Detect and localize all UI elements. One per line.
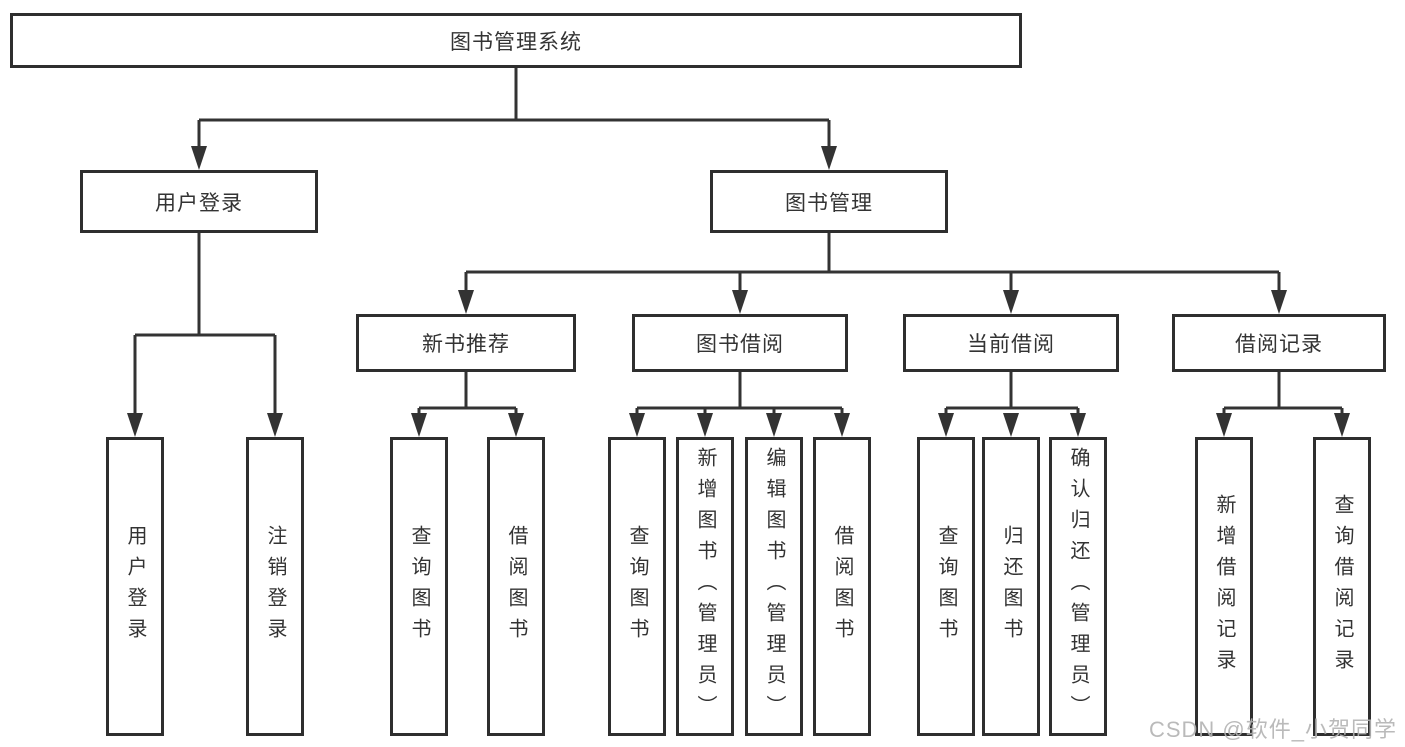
root-node: 图书管理系统 bbox=[10, 13, 1022, 68]
section-borrow-records-node: 借阅记录 bbox=[1172, 314, 1386, 372]
leaf-current-confirm-return-admin-label: 确认归还（管理员） bbox=[1067, 447, 1089, 726]
leaf-borrow-edit-books-admin-label: 编辑图书（管理员） bbox=[763, 447, 785, 726]
leaf-records-query-record-node: 查询借阅记录 bbox=[1313, 437, 1371, 736]
leaf-logout-node: 注销登录 bbox=[246, 437, 304, 736]
leaf-recommend-borrow-books-node: 借阅图书 bbox=[487, 437, 545, 736]
leaf-logout-label: 注销登录 bbox=[264, 524, 286, 649]
leaf-recommend-query-books-label: 查询图书 bbox=[408, 524, 430, 649]
leaf-records-query-record-label: 查询借阅记录 bbox=[1331, 493, 1353, 680]
leaf-current-query-books-label: 查询图书 bbox=[935, 524, 957, 649]
leaf-current-return-books-node: 归还图书 bbox=[982, 437, 1040, 736]
branch-book-management-node: 图书管理 bbox=[710, 170, 948, 233]
branch-book-management-label: 图书管理 bbox=[785, 191, 873, 215]
leaf-recommend-query-books-node: 查询图书 bbox=[390, 437, 448, 736]
leaf-current-return-books-label: 归还图书 bbox=[1000, 524, 1022, 649]
section-current-borrow-node: 当前借阅 bbox=[903, 314, 1119, 372]
leaf-borrow-borrow-books-label: 借阅图书 bbox=[831, 524, 853, 649]
section-borrow-records-label: 借阅记录 bbox=[1235, 333, 1323, 356]
leaf-borrow-add-books-admin-node: 新增图书（管理员） bbox=[676, 437, 734, 736]
leaf-borrow-query-books-node: 查询图书 bbox=[608, 437, 666, 736]
leaf-borrow-add-books-admin-label: 新增图书（管理员） bbox=[694, 447, 716, 726]
leaf-current-query-books-node: 查询图书 bbox=[917, 437, 975, 736]
section-current-borrow-label: 当前借阅 bbox=[967, 333, 1055, 356]
leaf-borrow-query-books-label: 查询图书 bbox=[626, 524, 648, 649]
section-book-borrow-node: 图书借阅 bbox=[632, 314, 848, 372]
leaf-recommend-borrow-books-label: 借阅图书 bbox=[505, 524, 527, 649]
leaf-records-add-record-label: 新增借阅记录 bbox=[1213, 493, 1235, 680]
leaf-user-login-node: 用户登录 bbox=[106, 437, 164, 736]
leaf-current-confirm-return-admin-node: 确认归还（管理员） bbox=[1049, 437, 1107, 736]
leaf-borrow-borrow-books-node: 借阅图书 bbox=[813, 437, 871, 736]
root-node-label: 图书管理系统 bbox=[450, 30, 582, 54]
section-new-book-recommend-label: 新书推荐 bbox=[422, 333, 510, 356]
leaf-borrow-edit-books-admin-node: 编辑图书（管理员） bbox=[745, 437, 803, 736]
branch-user-login-label: 用户登录 bbox=[155, 191, 243, 215]
leaf-records-add-record-node: 新增借阅记录 bbox=[1195, 437, 1253, 736]
watermark-text: CSDN @软件_小贺同学 bbox=[1148, 717, 1397, 742]
section-new-book-recommend-node: 新书推荐 bbox=[356, 314, 576, 372]
leaf-user-login-label: 用户登录 bbox=[124, 524, 146, 649]
section-book-borrow-label: 图书借阅 bbox=[696, 333, 784, 356]
branch-user-login-node: 用户登录 bbox=[80, 170, 318, 233]
